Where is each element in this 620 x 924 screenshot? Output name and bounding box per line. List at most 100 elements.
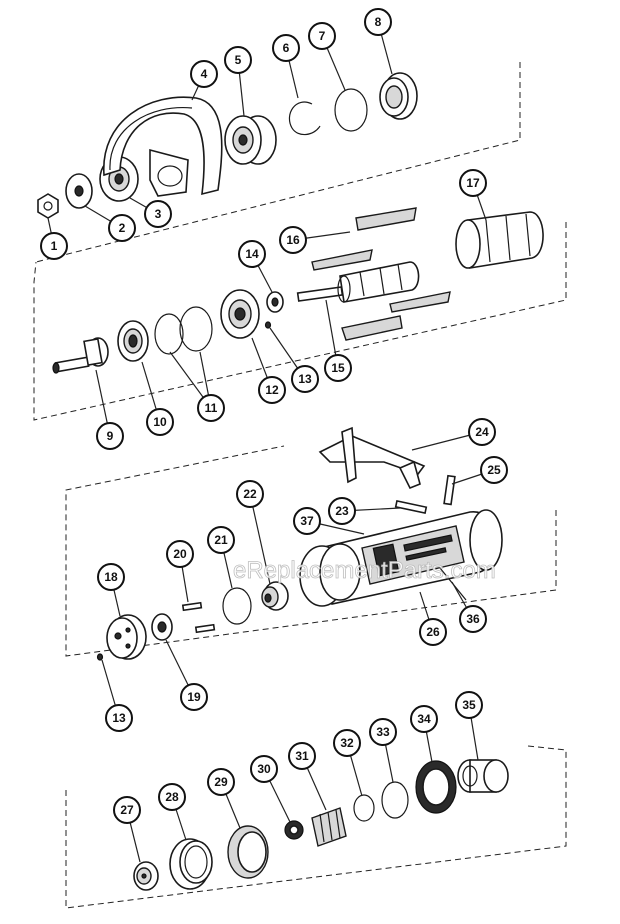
callout-25: 25 [480, 456, 508, 484]
part-rotor-blades [311, 207, 451, 341]
part-flange-washer [65, 173, 93, 209]
callout-label-26: 26 [426, 625, 440, 639]
callout-19: 19 [180, 683, 208, 711]
group-frame-2 [33, 222, 567, 421]
callout-label-14: 14 [245, 247, 259, 261]
part-cylinder [455, 211, 544, 269]
callout-label-24: 24 [475, 425, 489, 439]
callout-30: 30 [250, 755, 278, 783]
callout-23: 23 [328, 497, 356, 525]
callout-label-27: 27 [120, 803, 134, 817]
callout-label-23: 23 [335, 504, 349, 518]
part-housing-o-ring [222, 587, 252, 625]
callout-29: 29 [207, 768, 235, 796]
callout-14: 14 [238, 240, 266, 268]
callout-8: 8 [364, 8, 392, 36]
part-seal [379, 72, 418, 120]
callout-11: 11 [197, 394, 225, 422]
callout-label-20: 20 [173, 547, 187, 561]
callout-label-36: 36 [466, 612, 480, 626]
callout-label-33: 33 [376, 725, 390, 739]
part-muffler [227, 825, 269, 879]
callout-label-19: 19 [187, 690, 201, 704]
callout-9: 9 [96, 422, 124, 450]
callout-2: 2 [108, 214, 136, 242]
callout-22: 22 [236, 480, 264, 508]
part-inlet-screen [284, 820, 304, 840]
callout-28: 28 [158, 783, 186, 811]
callout-7: 7 [308, 22, 336, 50]
part-wheel-guard [103, 96, 223, 197]
part-bearing-housing [224, 115, 277, 165]
group-frame-4 [65, 745, 567, 909]
part-exhaust-deflector [133, 861, 159, 891]
part-spring-pin [394, 499, 428, 515]
callout-label-28: 28 [165, 790, 179, 804]
callout-12: 12 [258, 376, 286, 404]
callout-label-37: 37 [300, 514, 314, 528]
callout-label-12: 12 [265, 383, 279, 397]
part-pins [181, 601, 216, 634]
callout-5: 5 [224, 46, 252, 74]
callout-label-13-repeat: 13 [112, 711, 126, 725]
part-small-bearing [266, 291, 284, 313]
watermark-text: eReplacementParts.com [233, 557, 496, 584]
callout-label-22: 22 [243, 487, 257, 501]
callout-10: 10 [146, 408, 174, 436]
part-end-bearing [151, 613, 173, 641]
callout-21: 21 [207, 526, 235, 554]
callout-label-17: 17 [466, 176, 480, 190]
callout-label-7: 7 [319, 29, 326, 43]
part-lever-pin [443, 474, 456, 506]
part-throttle-valve [261, 581, 289, 611]
callout-label-18: 18 [104, 570, 118, 584]
callout-31: 31 [288, 742, 316, 770]
callout-15: 15 [324, 354, 352, 382]
callout-label-5: 5 [235, 53, 242, 67]
part-inlet-spring [311, 807, 347, 847]
callout-13-repeat: 13 [105, 704, 133, 732]
part-nut [37, 193, 59, 219]
callout-label-1: 1 [51, 239, 58, 253]
callout-6: 6 [272, 34, 300, 62]
callout-27: 27 [113, 796, 141, 824]
callout-3: 3 [144, 200, 172, 228]
callout-1: 1 [40, 232, 68, 260]
part-spindle [52, 337, 109, 374]
callout-label-4: 4 [201, 67, 208, 81]
part-rotor [296, 261, 420, 303]
callout-20: 20 [166, 540, 194, 568]
part-shims [154, 306, 213, 355]
part-snap-ring [288, 101, 321, 136]
callout-label-2: 2 [119, 221, 126, 235]
callout-label-11: 11 [205, 401, 218, 415]
part-o-ring [334, 88, 368, 132]
part-dowel-pin [264, 321, 272, 329]
part-air-inlet [457, 759, 509, 793]
callout-label-16: 16 [286, 233, 300, 247]
callout-label-9: 9 [107, 429, 114, 443]
callout-label-21: 21 [214, 533, 228, 547]
callout-24: 24 [468, 418, 496, 446]
callout-4: 4 [190, 60, 218, 88]
part-end-plate [106, 614, 147, 660]
part-exhaust-ring [169, 838, 213, 890]
callout-26: 26 [419, 618, 447, 646]
callout-label-35: 35 [462, 698, 476, 712]
callout-label-34: 34 [417, 712, 431, 726]
part-inlet-bushing [415, 760, 457, 814]
callout-label-25: 25 [487, 463, 501, 477]
callout-32: 32 [333, 729, 361, 757]
callout-33: 33 [369, 718, 397, 746]
callout-label-3: 3 [155, 207, 162, 221]
group-frame-3 [65, 445, 557, 657]
callout-label-8: 8 [375, 15, 382, 29]
callout-35: 35 [455, 691, 483, 719]
callout-18: 18 [97, 563, 125, 591]
callout-label-10: 10 [153, 415, 167, 429]
callout-36: 36 [459, 605, 487, 633]
callout-label-15: 15 [331, 361, 345, 375]
group-frame-1 [35, 62, 521, 263]
callout-label-13: 13 [298, 372, 312, 386]
